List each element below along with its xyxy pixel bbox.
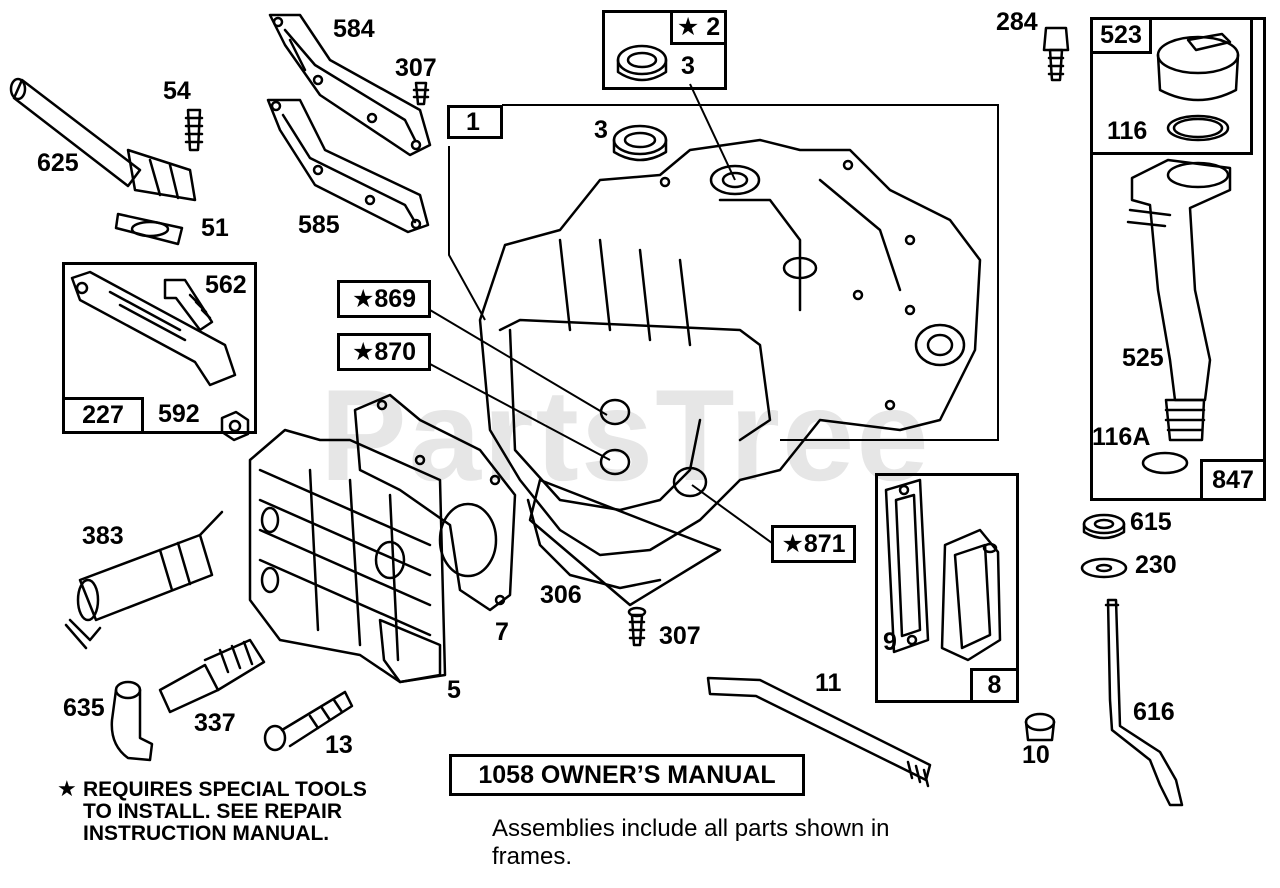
tag-part-8: 8 [970,668,1019,703]
label-part-3-boxed: 3 [681,52,695,80]
tag-part-1: 1 [447,105,503,139]
note-line-3: INSTRUCTION MANUAL. [83,822,330,845]
label-part-13: 13 [325,731,353,759]
part-10-fitting [1024,712,1056,742]
label-part-615: 615 [1130,508,1172,536]
label-part-116a: 116A [1092,423,1151,451]
label-part-592: 592 [158,400,200,428]
part-7-head-gasket [353,393,517,612]
label-part-307-lower: 307 [659,622,701,650]
caption-line-1: Assemblies include all parts shown in [492,815,890,842]
label-part-7: 7 [495,618,509,646]
frame-part-3-seal [602,10,727,90]
part-230-washer [1080,557,1128,579]
part-615-seal [1082,513,1126,540]
star-icon: ★ [57,776,77,801]
part-625-breather-tube [9,77,197,202]
part-585-gasket [266,98,430,234]
label-part-116: 116 [1107,117,1148,145]
part-635-spark-plug-boot [110,680,154,762]
label-part-54: 54 [163,77,191,105]
part-3-seal [612,124,668,162]
part-306-gasket [528,478,722,607]
frame-part-523 [1090,17,1253,155]
part-51-gasket [114,212,184,246]
part-383-shift-lever [64,510,224,650]
part-1-cylinder-block [478,138,982,590]
part-523-dipstick-cap [1156,32,1240,102]
part-227-bracket [70,270,237,387]
tag-part-870: ★870 [337,333,431,371]
label-part-5: 5 [447,676,461,704]
label-part-635: 635 [63,694,105,722]
label-part-584: 584 [333,15,375,43]
label-part-3: 3 [594,116,608,144]
label-part-585: 585 [298,211,340,239]
part-307-screw-upper [412,81,430,106]
label-part-625: 625 [37,149,79,177]
part-525-dipstick-tube [1126,158,1232,402]
part-3-seal-boxed [616,44,668,82]
watermark: PartsTree [320,362,931,508]
note-line-2: TO INSTALL. SEE REPAIR [83,800,343,823]
label-part-525: 525 [1122,344,1164,372]
label-part-284: 284 [996,8,1038,36]
special-tools-note: ★ REQUIRES SPECIAL TOOLS TO INSTALL. SEE … [57,778,367,845]
note-line-1: REQUIRES SPECIAL TOOLS [83,778,367,801]
label-part-10: 10 [1022,741,1050,769]
assemblies-caption: Assemblies include all parts shown in fr… [492,815,890,871]
part-9-gasket [884,478,930,654]
tag-part-847: 847 [1200,459,1266,501]
part-54-screw [184,108,204,152]
part-284-plug [1042,26,1070,82]
part-307-screw-lower [627,606,647,647]
label-part-230: 230 [1135,551,1177,579]
owners-manual-box: 1058 OWNER’S MANUAL [449,754,805,796]
label-part-306: 306 [540,581,582,609]
caption-line-2: frames. [492,843,573,870]
part-584-gasket [268,13,432,157]
part-116-o-ring [1166,114,1230,142]
label-part-9: 9 [883,628,897,656]
label-part-383: 383 [82,522,124,550]
part-116a-seal [1141,398,1206,475]
label-part-11: 11 [815,669,842,697]
label-part-307-upper: 307 [395,54,437,82]
tag-part-2: ★ 2 [670,10,727,45]
frame-part-227 [62,262,257,434]
part-13-bolt [263,690,354,752]
tag-part-869: ★869 [337,280,431,318]
part-616-dipstick [1104,598,1184,807]
frame-part-8 [875,473,1019,703]
tag-part-227: 227 [62,397,144,434]
label-part-616: 616 [1133,698,1175,726]
part-337-spark-plug [158,638,266,714]
label-part-51: 51 [201,214,229,242]
tag-part-871: ★871 [771,525,856,563]
part-8-breather-cover [940,528,1002,662]
label-part-562: 562 [205,271,247,299]
tag-part-523: 523 [1090,17,1152,54]
label-part-337: 337 [194,709,236,737]
part-11-tube [706,676,932,788]
leader-lines [429,83,999,544]
part-562-screw [163,278,214,332]
part-5-cylinder-head [248,428,447,684]
